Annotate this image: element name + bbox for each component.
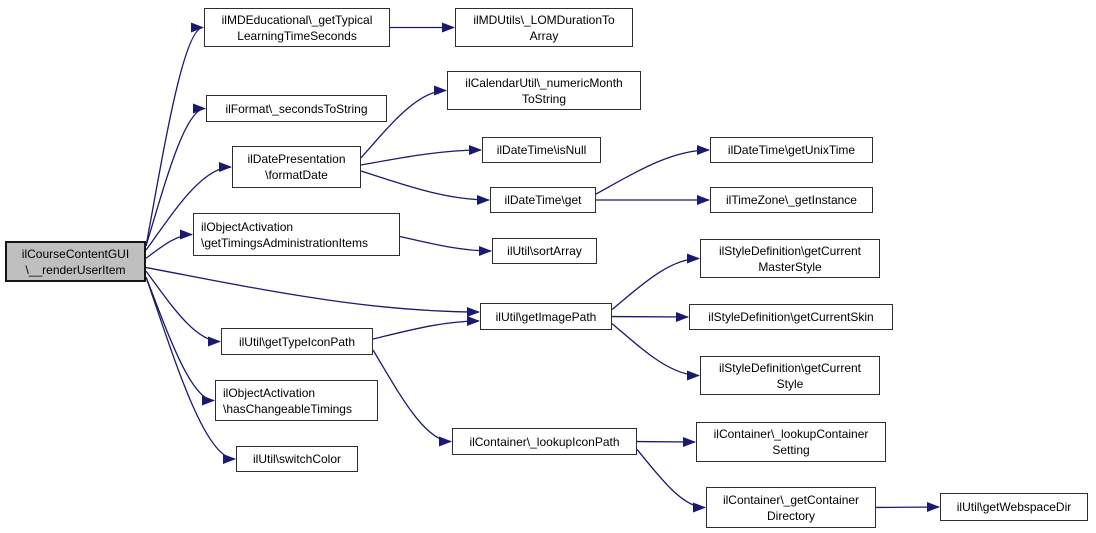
node-lookupIconPath[interactable]: ilContainer\_lookupIconPath bbox=[452, 428, 637, 455]
edge-formatDate-to-numericMonthToString bbox=[360, 85, 447, 159]
node-isNull[interactable]: ilDateTime\isNull bbox=[482, 137, 601, 163]
node-label-line: ilFormat\_secondsToString bbox=[225, 101, 368, 116]
node-getTimingsAdministrationItems[interactable]: ilObjectActivation\getTimingsAdministrat… bbox=[193, 213, 400, 256]
node-label-line: \getTimingsAdministrationItems bbox=[201, 235, 368, 250]
node-label-line: ilStyleDefinition\getCurrent bbox=[718, 243, 862, 258]
node-switchColor[interactable]: ilUtil\switchColor bbox=[236, 446, 358, 472]
node-formatDate[interactable]: ilDatePresentation \formatDate bbox=[232, 146, 361, 188]
node-label-line: ilUtil\sortArray bbox=[507, 244, 582, 258]
node-hasChangeableTimings[interactable]: ilObjectActivation\hasChangeableTimings bbox=[215, 380, 378, 421]
node-label-line: ilMDEducational\_getTypical bbox=[221, 12, 373, 27]
node-label-line: \hasChangeableTimings bbox=[223, 401, 352, 416]
node-getUnixTime[interactable]: ilDateTime\getUnixTime bbox=[710, 137, 873, 163]
edge-formatDate-to-isNull bbox=[360, 145, 482, 166]
node-label-line: ilUtil\getTypeIconPath bbox=[238, 334, 356, 349]
edge-renderUserItem-to-getTimingsAdministrationItems bbox=[145, 229, 193, 259]
node-getWebspaceDir[interactable]: ilUtil\getWebspaceDir bbox=[940, 493, 1088, 521]
edge-renderUserItem-to-getTypicalLearningTimeSeconds bbox=[145, 22, 204, 247]
node-label-line: ilContainer\_getContainer bbox=[722, 492, 860, 507]
node-getCurrentSkin[interactable]: ilStyleDefinition\getCurrentSkin bbox=[689, 304, 893, 330]
edge-renderUserItem-to-hasChangeableTimings bbox=[145, 276, 215, 406]
edge-getImagePath-to-getCurrentMasterStyle bbox=[611, 253, 700, 311]
node-label-line: ToString bbox=[521, 91, 567, 106]
node-label-line: \formatDate bbox=[265, 168, 328, 182]
node-label-line: ilUtil\switchColor bbox=[252, 452, 341, 466]
edge-getTimingsAdministrationItems-to-sortArray bbox=[399, 235, 492, 256]
edge-getTypeIconPath-to-getImagePath bbox=[372, 316, 480, 340]
edge-getTypeIconPath-to-lookupIconPath bbox=[372, 349, 452, 447]
edge-dateTimeGet-to-getUnixTime bbox=[595, 145, 710, 195]
node-label-line: ilContainer\_lookupContainer bbox=[713, 427, 869, 441]
node-label-line: ilStyleDefinition\getCurrentSkin bbox=[708, 310, 874, 324]
node-label-line: ilDateTime\getUnixTime bbox=[727, 143, 856, 157]
edge-lookupIconPath-to-getContainerDirectory bbox=[636, 449, 706, 513]
node-renderUserItem[interactable]: ilCourseContentGUI\__renderUserItem bbox=[5, 241, 146, 282]
node-label-line: ilObjectActivation bbox=[223, 385, 316, 400]
node-label-line: ilCourseContentGUI bbox=[21, 246, 130, 261]
node-dateTimeGet[interactable]: ilDateTime\get bbox=[490, 187, 596, 213]
node-label-line: ilTimeZone\_getInstance bbox=[726, 193, 857, 207]
node-getImagePath[interactable]: ilUtil\getImagePath bbox=[480, 303, 612, 330]
edge-renderUserItem-to-secondsToString bbox=[145, 103, 206, 247]
node-label-line: ilObjectActivation bbox=[201, 219, 294, 234]
node-label-line: Setting bbox=[772, 443, 810, 457]
node-label-line: ilContainer\_lookupIconPath bbox=[469, 434, 620, 449]
node-label-line: LearningTimeSeconds bbox=[237, 28, 357, 43]
node-label-line: MasterStyle bbox=[758, 259, 822, 274]
node-label-line: ilCalendarUtil\_numericMonth bbox=[465, 75, 623, 90]
edge-formatDate-to-dateTimeGet bbox=[360, 170, 490, 205]
node-getTypeIconPath[interactable]: ilUtil\getTypeIconPath bbox=[221, 328, 373, 355]
node-secondsToString[interactable]: ilFormat\_secondsToString bbox=[206, 95, 387, 122]
node-sortArray[interactable]: ilUtil\sortArray bbox=[492, 238, 597, 264]
node-label-line: ilDatePresentation bbox=[247, 152, 346, 166]
node-getInstance[interactable]: ilTimeZone\_getInstance bbox=[710, 187, 873, 213]
node-label-line: Directory bbox=[766, 508, 815, 523]
node-label-line: Array bbox=[529, 28, 559, 43]
node-label-line: ilDateTime\isNull bbox=[496, 143, 587, 157]
node-label-line: ilMDUtils\_LOMDurationTo bbox=[473, 12, 615, 27]
node-label-line: ilUtil\getImagePath bbox=[495, 309, 597, 324]
node-label-line: ilDateTime\get bbox=[504, 193, 582, 207]
edge-getImagePath-to-getCurrentStyle bbox=[611, 323, 700, 381]
edge-renderUserItem-to-getImagePath bbox=[145, 266, 480, 317]
node-label-line: ilUtil\getWebspaceDir bbox=[956, 500, 1072, 514]
edge-renderUserItem-to-formatDate bbox=[145, 162, 232, 251]
edge-renderUserItem-to-switchColor bbox=[145, 276, 236, 464]
node-label-line: ilStyleDefinition\getCurrent bbox=[718, 360, 862, 375]
node-label-line: \__renderUserItem bbox=[25, 262, 126, 277]
node-label-line: Style bbox=[776, 376, 804, 391]
edge-renderUserItem-to-getTypeIconPath bbox=[145, 270, 221, 347]
